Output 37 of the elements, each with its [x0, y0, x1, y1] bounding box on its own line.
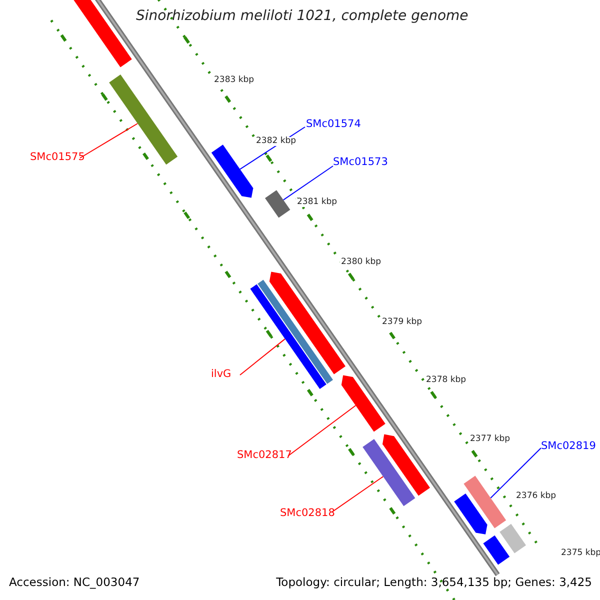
gene-label: SMc01575 [30, 152, 85, 162]
scale-label: 2379 kbp [381, 318, 424, 326]
leader-line [282, 166, 334, 200]
gene-bar [109, 74, 178, 165]
map-title: Sinorhizobium meliloti 1021, complete genome [136, 9, 468, 23]
gene-label: SMc02817 [237, 450, 292, 460]
scale-label: 2376 kbp [515, 492, 558, 500]
leader-line [80, 123, 138, 158]
leader-line [240, 338, 286, 376]
gene-bar [464, 476, 506, 528]
gene-label: SMc01573 [333, 157, 388, 168]
gene-bar [341, 375, 386, 432]
leader-line [288, 405, 356, 456]
accession-note: Accession: NC_003047 [9, 577, 140, 588]
gene-label: SMc01574 [306, 119, 361, 130]
gene-bar [269, 272, 346, 374]
scale-label: 2377 kbp [469, 435, 512, 444]
gene-bar [362, 439, 416, 506]
scale-label: 2378 kbp [425, 376, 468, 384]
gene-bar [454, 494, 488, 534]
gene-bar [265, 190, 290, 218]
leader-line [490, 448, 542, 498]
gene-bar [250, 284, 326, 389]
gene-bar [382, 434, 430, 496]
gene-bar [500, 524, 526, 554]
gene-bar [211, 144, 254, 198]
scale-label: 2382 kbp [255, 137, 298, 146]
gene-label: ilvG [211, 369, 232, 380]
genome-summary: Topology: circular; Length: 3,654,135 bp; Genes: 3,425 [276, 577, 592, 588]
gene-label: SMc02818 [280, 508, 335, 518]
gene-bar [483, 535, 510, 565]
scale-label: 2383 kbp [213, 76, 256, 84]
gene-label: SMc02819 [541, 441, 596, 452]
gene-bar [258, 280, 333, 384]
scale-label: 2381 kbp [296, 198, 338, 206]
scale-label: 2380 kbp [340, 258, 382, 266]
leader-line [332, 476, 384, 512]
